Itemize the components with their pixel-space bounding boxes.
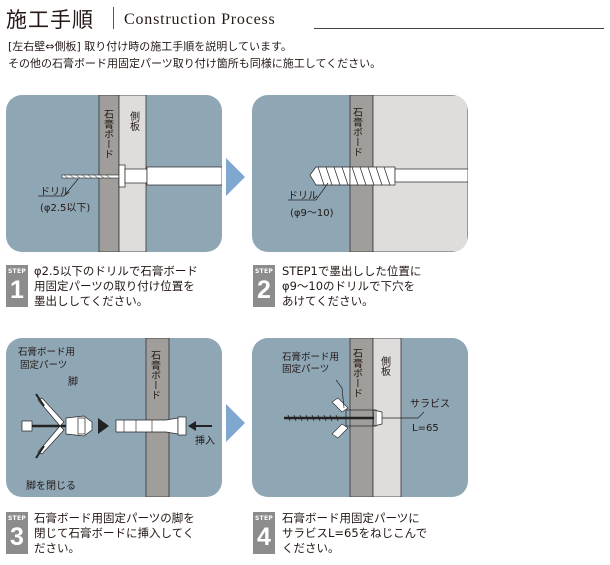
- drill-label: ドリル: [288, 191, 318, 202]
- page-title: 施工手順: [6, 8, 94, 32]
- board-label: 石膏ボード: [102, 109, 114, 159]
- insert-arrow: [188, 421, 196, 431]
- screw-label: サラビス: [410, 398, 450, 410]
- leg-label: 脚: [68, 375, 78, 388]
- drill-label: ドリル: [40, 187, 70, 198]
- step1-text: φ2.5以下のドリルで石膏ボード用固定パーツの取り付け位置を墨出ししてください。: [34, 264, 198, 308]
- page-subtitle: Construction Process: [124, 11, 276, 28]
- insert-label: 挿入: [195, 434, 215, 447]
- part-label-2: 固定パーツ: [20, 359, 67, 371]
- step2-illustration: 石膏ボード ドリル (φ9〜10): [252, 95, 468, 252]
- screw-length-label: L=65: [412, 423, 439, 434]
- title-divider: [113, 7, 114, 29]
- leader-line: [38, 178, 79, 197]
- step4-text: 石膏ボード用固定パーツにサラビスL=65をねじこんでください。: [282, 511, 428, 555]
- side-label: 側板: [379, 355, 391, 377]
- gypsum-board: [145, 338, 170, 497]
- leader-line: [288, 182, 329, 201]
- title-underline: [314, 28, 604, 29]
- drill-body: [146, 166, 222, 186]
- board-label: 石膏ボード: [351, 107, 363, 157]
- inserted-anchor: [115, 417, 179, 435]
- part-label-1: 石膏ボード用: [282, 351, 339, 363]
- step3-illustration: 石膏ボード用 固定パーツ 脚 脚を閉じる 挿入 石膏ボード: [6, 338, 222, 497]
- step4-illustration: 石膏ボード用 固定パーツ 石膏ボード 側板 サラビス L=65: [252, 338, 468, 497]
- screw-leader: [382, 411, 425, 419]
- part-leader: [335, 379, 345, 409]
- drill-bit: [309, 166, 351, 186]
- flow-arrow-2: [226, 404, 245, 442]
- step1-illustration: 石膏ボード 側板 ドリル (φ2.5以下): [6, 95, 222, 252]
- intro-line-2: その他の石膏ボード用固定パーツ取り付け箇所も同様に施工してください。: [8, 57, 382, 70]
- step3-text: 石膏ボード用固定パーツの脚を閉じて石膏ボードに挿入してください。: [34, 511, 195, 555]
- part-label-2: 固定パーツ: [282, 363, 329, 375]
- drill-spec-label: (φ9〜10): [290, 208, 334, 219]
- drill-spec-label: (φ2.5以下): [40, 203, 90, 214]
- board-label: 石膏ボード: [149, 350, 161, 400]
- side-label: 側板: [128, 110, 140, 132]
- close-leg-label: 脚を閉じる: [26, 479, 76, 492]
- intro-line-1: [左右壁⇔側板] 取り付け時の施工手順を説明しています。: [8, 40, 292, 53]
- drill-body: [394, 168, 468, 183]
- board-label: 石膏ボード: [351, 348, 363, 398]
- side-panel: [372, 338, 402, 497]
- process-arrow: [98, 418, 109, 434]
- part-label-1: 石膏ボード用: [18, 346, 75, 358]
- flow-arrow-1: [226, 158, 245, 196]
- drill-chuck: [118, 164, 126, 188]
- anchor-body: [345, 409, 377, 427]
- screw-head: [373, 409, 383, 427]
